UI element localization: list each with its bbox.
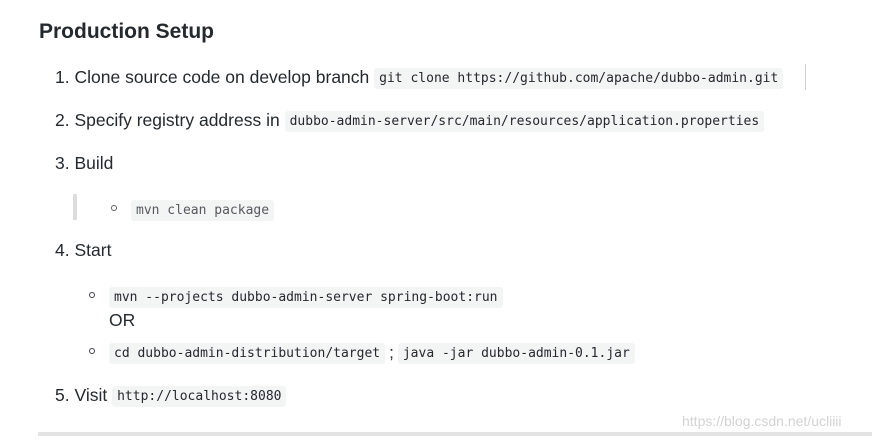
hollow-bullet-icon	[111, 205, 117, 211]
code-snippet: dubbo-admin-server/src/main/resources/ap…	[284, 111, 765, 132]
page-title: Production Setup	[39, 20, 214, 43]
blockquote-bar	[73, 194, 77, 220]
code-snippet: mvn clean package	[131, 200, 275, 221]
step-2: 2. Specify registry address in dubbo-adm…	[55, 108, 765, 134]
step-text: Start	[74, 240, 112, 260]
step-5: 5. Visit http://localhost:8080	[55, 383, 287, 409]
start-sub-item-1: mvn --projects dubbo-admin-server spring…	[109, 284, 503, 310]
start-sub-item-2: cd dubbo-admin-distribution/target;java …	[109, 340, 635, 366]
step-number: 2.	[55, 110, 70, 130]
step-text: Specify registry address in	[74, 110, 280, 130]
separator-text: ;	[389, 343, 394, 362]
step-text: Build	[74, 153, 114, 173]
step-3: 3. Build	[55, 151, 113, 175]
step-text: Clone source code on develop branch	[74, 67, 370, 87]
horizontal-rule	[38, 432, 872, 436]
step-4: 4. Start	[55, 238, 111, 262]
or-text: OR	[109, 310, 136, 330]
hollow-bullet-icon	[89, 292, 95, 298]
text-cursor	[805, 64, 806, 90]
build-sub-item: mvn clean package	[131, 197, 275, 223]
step-number: 3.	[55, 153, 70, 173]
code-snippet: mvn --projects dubbo-admin-server spring…	[109, 287, 503, 308]
step-number: 4.	[55, 240, 70, 260]
step-1: 1. Clone source code on develop branch g…	[55, 65, 784, 91]
code-snippet: http://localhost:8080	[112, 386, 287, 407]
code-snippet: java -jar dubbo-admin-0.1.jar	[397, 343, 635, 364]
step-number: 5.	[55, 385, 70, 405]
step-text: Visit	[74, 385, 108, 405]
code-snippet: cd dubbo-admin-distribution/target	[109, 343, 386, 364]
watermark-text: https://blog.csdn.net/ucliiii	[682, 413, 842, 429]
step-number: 1.	[55, 67, 70, 87]
code-snippet: git clone https://github.com/apache/dubb…	[374, 68, 784, 89]
hollow-bullet-icon	[89, 348, 95, 354]
